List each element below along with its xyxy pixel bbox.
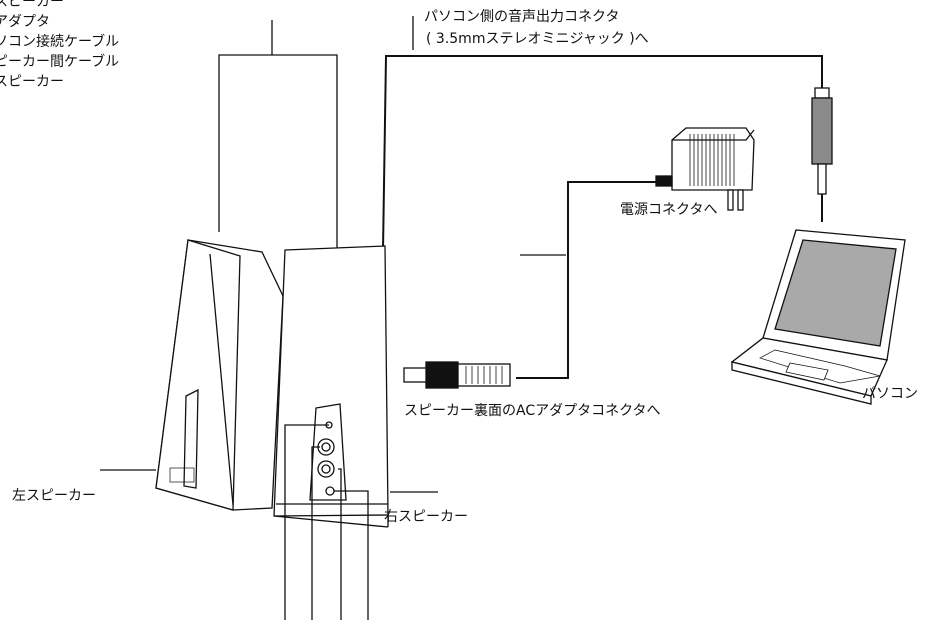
legend: スピーカー アダプタ ソコン接続ケーブル ピーカー間ケーブル スピーカー <box>0 0 119 92</box>
right-speaker-label: 右スピーカー <box>384 509 468 525</box>
ac-adapter-connector-label: スピーカー裏面のACアダプタコネクタへ <box>404 403 661 419</box>
laptop-icon <box>730 229 906 405</box>
pc-label: パソコン <box>862 386 918 402</box>
left-speaker-icon <box>155 239 284 511</box>
ac-adapter-icon <box>655 127 755 211</box>
left-speaker-label: 左スピーカー <box>12 488 96 504</box>
legend-item: スピーカー <box>0 74 64 90</box>
legend-item: ソコン接続ケーブル <box>0 34 120 50</box>
speaker-link-cable <box>218 54 338 250</box>
pc-audio-cable <box>382 55 823 251</box>
legend-item: ピーカー間ケーブル <box>0 54 120 70</box>
pc-audio-label-line2: ( 3.5mmステレオミニジャック )へ <box>426 31 649 47</box>
audio-plug-icon <box>811 87 833 222</box>
right-speaker-icon <box>273 245 389 528</box>
power-connector-label: 電源コネクタへ <box>620 202 718 218</box>
legend-item: スピーカー <box>0 0 64 10</box>
adapter-cable <box>516 181 656 379</box>
dc-plug-icon <box>403 361 511 389</box>
callout-lines <box>284 424 369 620</box>
pc-audio-label-line1: パソコン側の音声出力コネクタ <box>424 9 620 25</box>
legend-item: アダプタ <box>0 14 50 30</box>
